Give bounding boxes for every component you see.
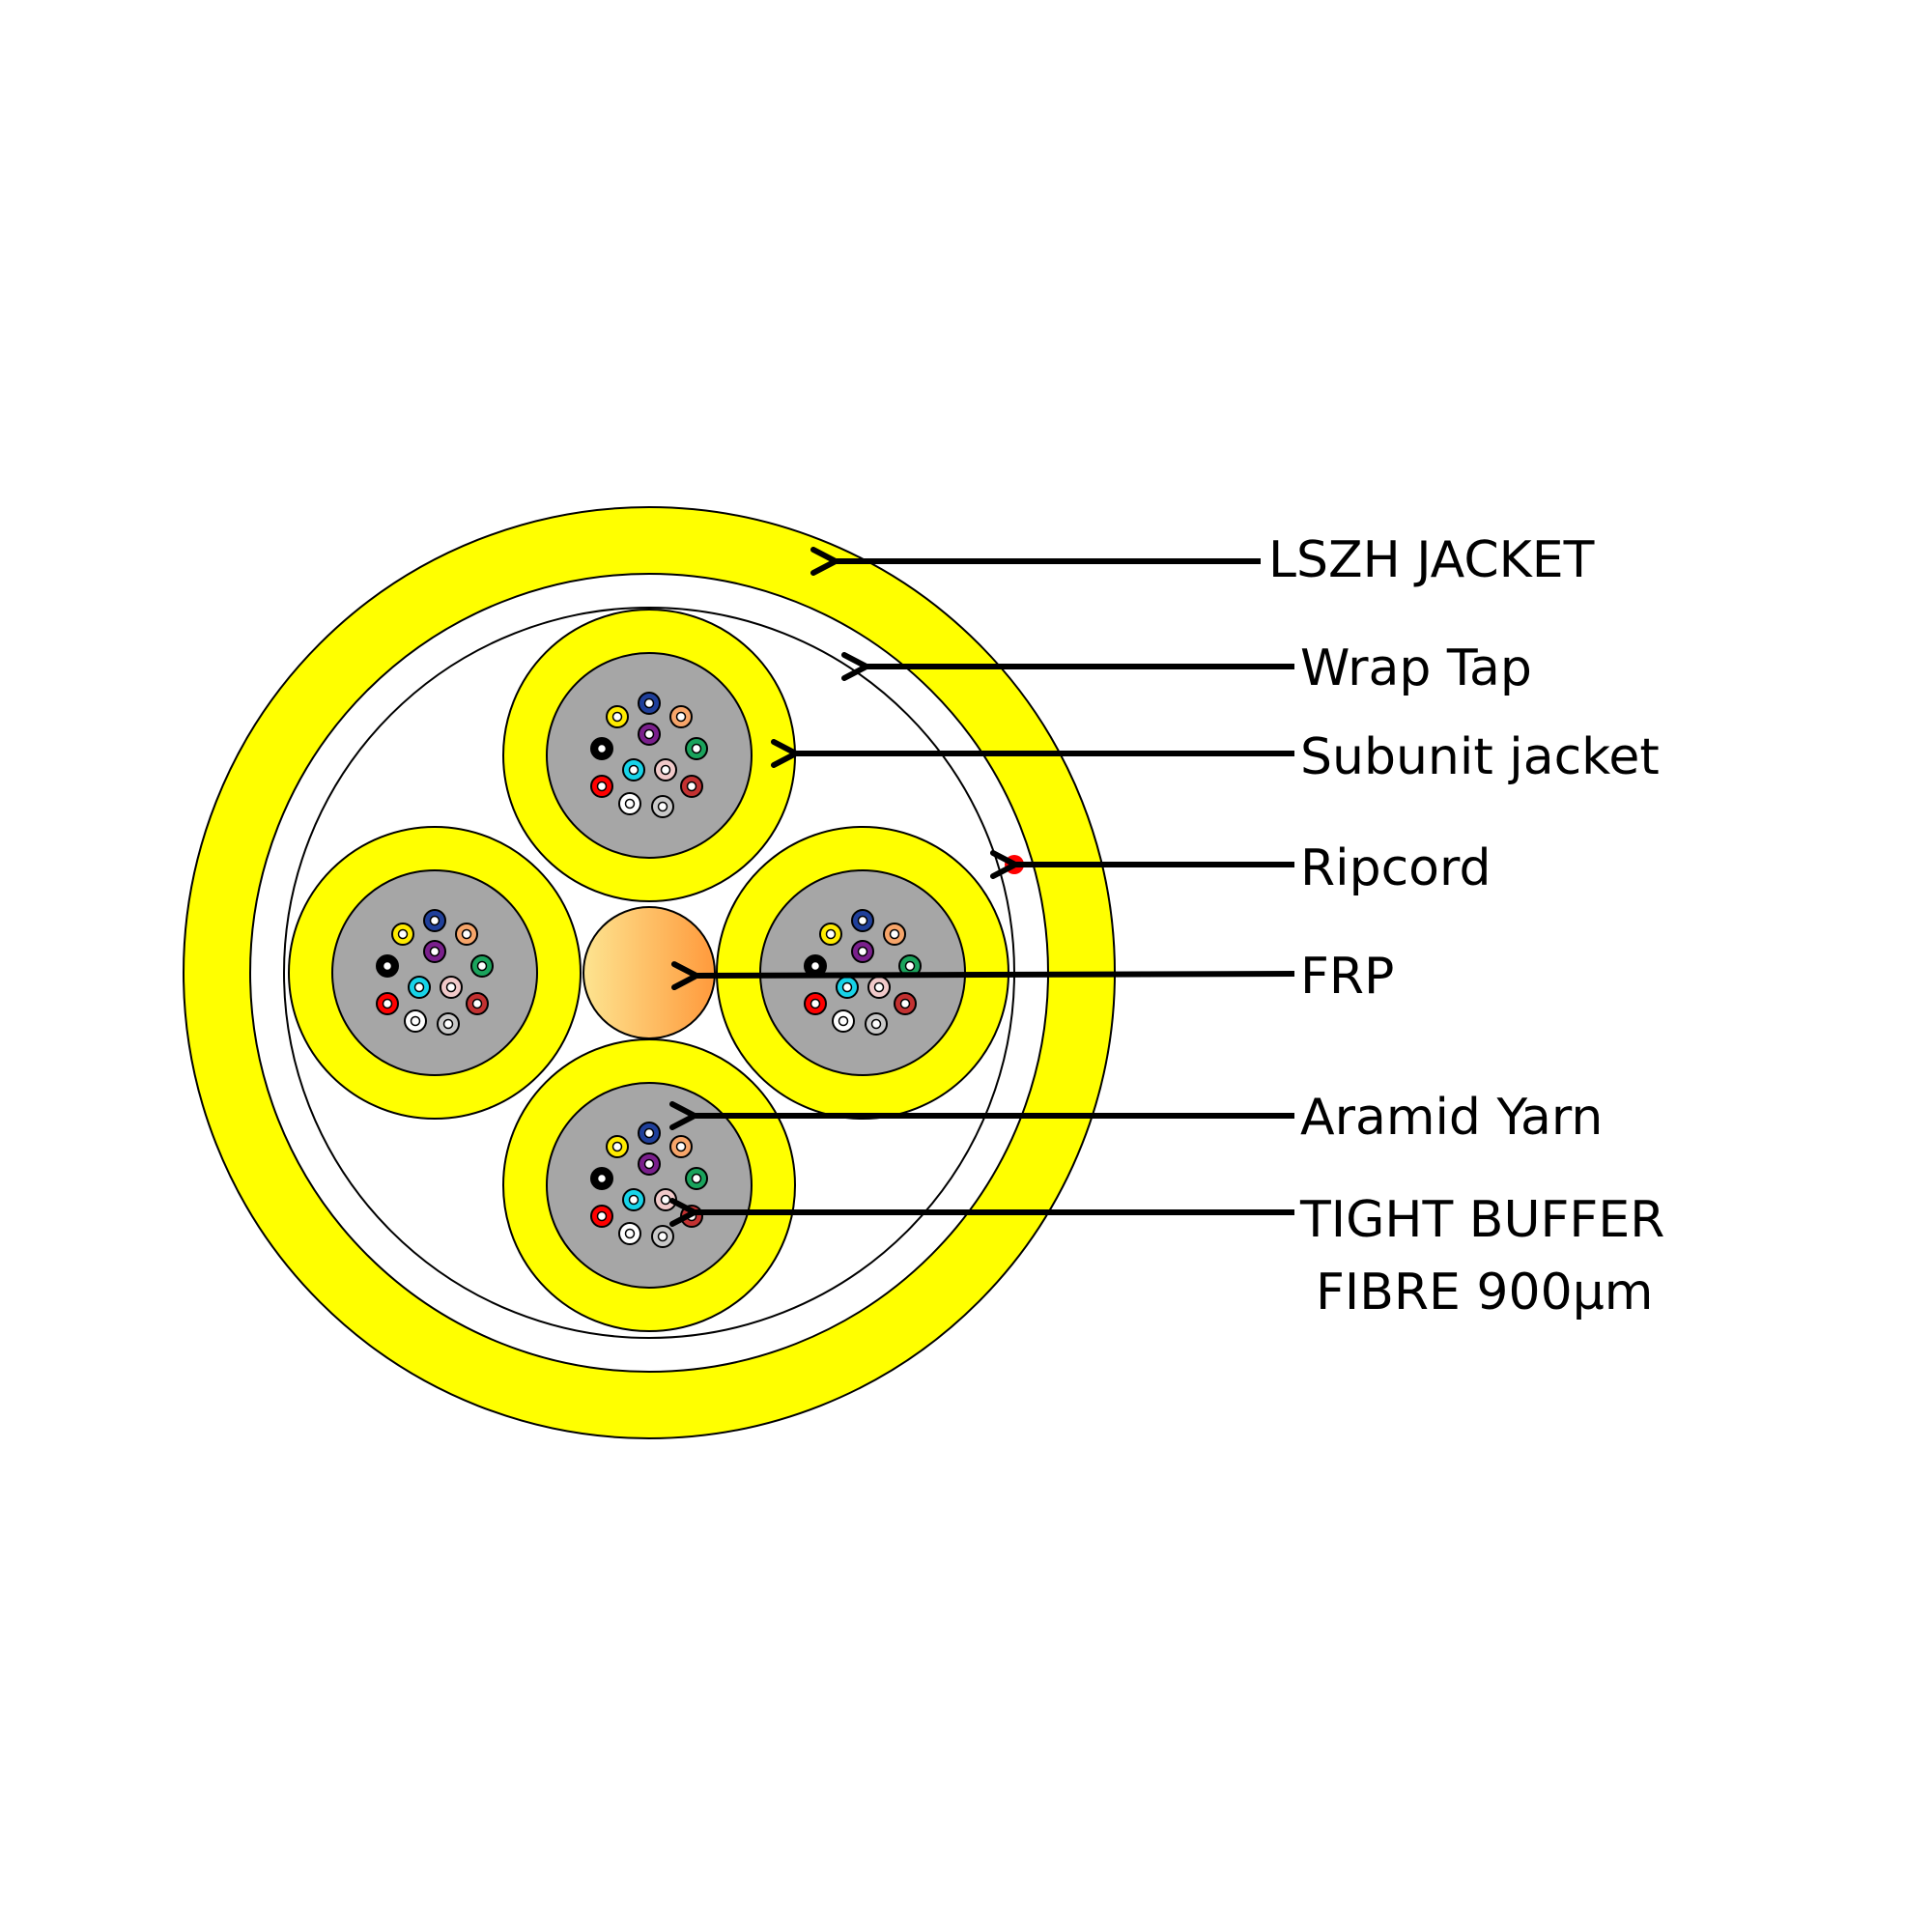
aramid-yarn-core	[331, 869, 538, 1076]
fibre-core	[825, 928, 837, 940]
fibre-core	[429, 946, 440, 957]
fibre-core	[643, 728, 655, 740]
fibre-core	[660, 764, 671, 776]
subunit-jacket-label: Subunit jacket	[1300, 728, 1660, 786]
frp-label: FRP	[1300, 948, 1394, 1006]
lszh-jacket-label: LSZH JACKET	[1268, 531, 1595, 589]
fibre-core	[611, 1141, 623, 1152]
fibre-core	[628, 764, 639, 776]
subunit	[502, 609, 796, 902]
fibre-core	[442, 1018, 454, 1030]
fibre-core	[643, 1158, 655, 1170]
fibre-core	[628, 1194, 639, 1206]
tight-buffer-label-line2: FIBRE 900μm	[1316, 1264, 1653, 1321]
fibre-core	[675, 1141, 687, 1152]
fibre-core	[413, 981, 425, 993]
frp-strength-member	[582, 906, 716, 1039]
fibre-core	[873, 981, 885, 993]
fibre-core	[904, 960, 916, 972]
fibre-core	[397, 928, 409, 940]
fibre-core	[810, 960, 821, 972]
fibre-core	[857, 915, 868, 926]
fibre-core	[624, 1228, 636, 1239]
fibre-core	[838, 1015, 849, 1027]
fibre-core	[445, 981, 457, 993]
fibre-core	[429, 915, 440, 926]
fibre-core	[596, 743, 608, 754]
fibre-core	[870, 1018, 882, 1030]
frp-arrow	[670, 961, 1295, 991]
fibre-core	[596, 1210, 608, 1222]
fibre-core	[643, 697, 655, 709]
fibre-core	[675, 711, 687, 723]
aramid-yarn-core	[546, 652, 753, 859]
fibre-core	[471, 998, 483, 1009]
fibre-core	[841, 981, 853, 993]
fibre-core	[611, 711, 623, 723]
subunit	[288, 826, 582, 1120]
tight-buffer-label-line1: TIGHT BUFFER	[1299, 1191, 1664, 1249]
fibre-core	[857, 946, 868, 957]
fibre-core	[461, 928, 472, 940]
fibre-core	[382, 960, 393, 972]
fibre-core	[691, 743, 702, 754]
fibre-core	[889, 928, 900, 940]
fibre-core	[643, 1127, 655, 1139]
fibre-core	[382, 998, 393, 1009]
ripcord-label: Ripcord	[1300, 839, 1491, 897]
subunit	[502, 1038, 796, 1332]
leader-lines	[669, 547, 1295, 1227]
wrap-tap-label: Wrap Tap	[1300, 639, 1532, 697]
fibre-core	[410, 1015, 421, 1027]
fibre-core	[624, 798, 636, 810]
fibre-core	[657, 1231, 668, 1242]
aramid-yarn-label: Aramid Yarn	[1300, 1089, 1603, 1147]
fibre-core	[691, 1173, 702, 1184]
aramid-yarn-core	[546, 1082, 753, 1289]
fibre-core	[596, 781, 608, 792]
fibre-core	[596, 1173, 608, 1184]
fibre-core	[686, 1210, 697, 1222]
fibre-core	[899, 998, 911, 1009]
fibre-core	[810, 998, 821, 1009]
fibre-core	[476, 960, 488, 972]
fibre-core	[686, 781, 697, 792]
fibre-core	[657, 801, 668, 812]
fibre-core	[660, 1194, 671, 1206]
